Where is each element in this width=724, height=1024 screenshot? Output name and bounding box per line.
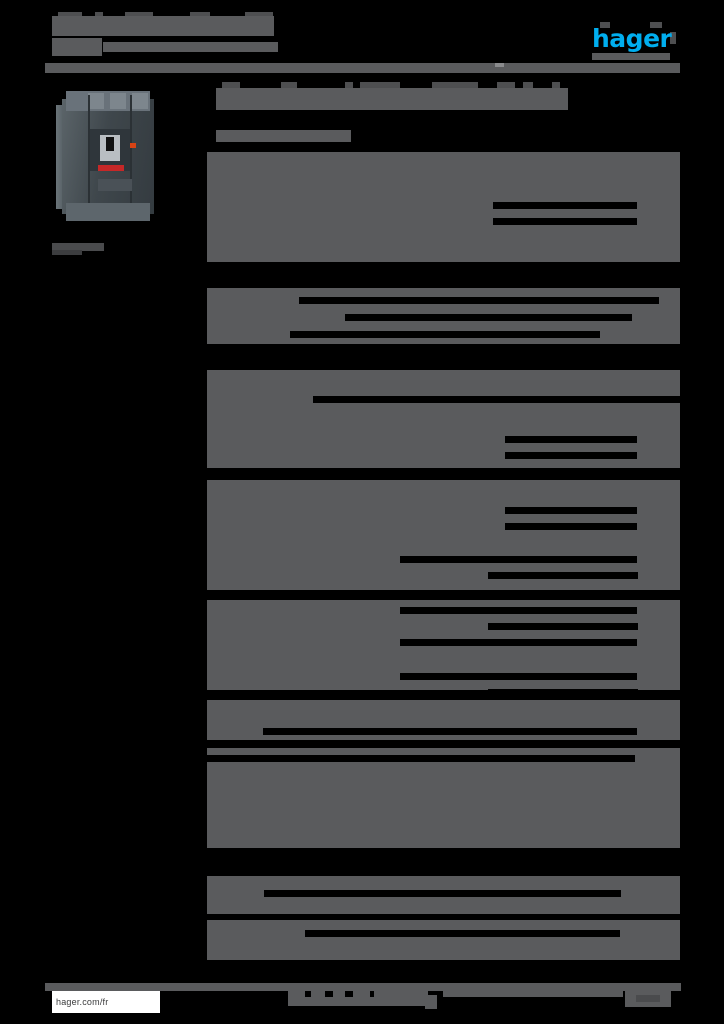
table-row-notch (207, 915, 217, 920)
table-cell-gap (313, 396, 680, 403)
header-divider-highlight (495, 63, 504, 67)
main-title-ascender-3 (345, 82, 353, 89)
table-row (207, 920, 680, 960)
table-cell-gap (345, 314, 632, 321)
table-cell-gap (400, 607, 637, 614)
main-subtitle-redacted (216, 130, 351, 142)
header-title-redacted (52, 16, 274, 36)
table-cell-gap (264, 890, 621, 897)
table-cell-gap (488, 572, 638, 579)
table-cell-gap (505, 507, 637, 514)
hager-logo: hager (592, 24, 672, 53)
footer-right-redacted (443, 989, 623, 997)
header-title-ascender-1 (58, 12, 82, 18)
main-title-ascender-4 (360, 82, 400, 89)
breaker-bottom-terminal-bar (66, 203, 150, 221)
brand-artifact-3 (670, 32, 676, 44)
product-image (52, 85, 174, 230)
header-title-ascender-4 (190, 12, 210, 18)
table-cell-gap (493, 218, 637, 225)
footer-center-gap-4 (370, 991, 374, 997)
header-divider-rule (45, 63, 680, 73)
table-row (207, 480, 680, 590)
breaker-pole-seam-2 (130, 95, 132, 217)
breaker-terminal-3 (132, 93, 148, 109)
table-row (207, 748, 680, 848)
product-caption-redacted-line2 (52, 250, 82, 255)
table-cell-gap (400, 673, 637, 680)
footer-center-descender (425, 995, 437, 1009)
table-cell-gap (290, 331, 600, 338)
main-title-redacted (216, 88, 568, 110)
header-subtitle-redacted (52, 38, 102, 56)
table-cell-gap (207, 755, 635, 762)
breaker-pole-seam-1 (88, 95, 90, 217)
brand-underline-redacted (592, 53, 670, 60)
breaker-toggle-knob (106, 137, 114, 151)
table-row-notch (207, 283, 217, 288)
table-cell-gap (305, 930, 620, 937)
table-cell-gap (488, 623, 638, 630)
breaker-red-marker (130, 143, 136, 148)
table-cell-gap (505, 452, 637, 459)
header-title-ascender-3 (125, 12, 153, 18)
main-title-ascender-6 (497, 82, 515, 89)
table-cell-gap (400, 639, 637, 646)
table-cell-gap (297, 363, 680, 370)
breaker-terminal-1 (88, 93, 104, 109)
footer-center-gap-1 (305, 991, 311, 997)
product-caption-redacted (52, 243, 104, 251)
breaker-rating-label (98, 179, 132, 191)
footer-center-gap-2 (325, 991, 333, 997)
brand-artifact-2 (650, 22, 662, 28)
table-row-notch (207, 475, 217, 480)
table-row (207, 370, 680, 468)
header-title-ascender-5 (245, 12, 273, 18)
table-row-notch (207, 147, 217, 152)
table-row-notch (207, 695, 217, 700)
breaker-top-terminal-bar (66, 91, 150, 111)
table-cell-gap (505, 436, 637, 443)
breaker-red-indicator (98, 165, 124, 171)
table-cell-gap (299, 297, 659, 304)
table-cell-gap (263, 728, 637, 735)
breaker-terminal-2 (110, 93, 126, 109)
table-row-notch (207, 871, 217, 876)
main-title-ascender-1 (222, 82, 240, 89)
table-row-notch (207, 595, 217, 600)
footer-center-gap-3 (345, 991, 353, 997)
footer-page-number-inner (636, 995, 660, 1002)
footer-divider-rule (45, 983, 681, 991)
footer-url[interactable]: hager.com/fr (52, 991, 160, 1013)
table-row-notch (207, 365, 217, 370)
footer-center-redacted (288, 991, 428, 1006)
table-cell-gap (400, 556, 637, 563)
main-title-ascender-7 (523, 82, 533, 89)
brand-artifact-1 (600, 22, 610, 28)
table-cell-gap (488, 689, 638, 696)
main-title-ascender-5 (432, 82, 478, 89)
header-subtitle-rule (103, 42, 278, 52)
header-title-ascender-2 (95, 12, 103, 18)
table-cell-gap (505, 523, 637, 530)
table-cell-gap (493, 202, 637, 209)
main-title-ascender-8 (552, 82, 560, 89)
main-title-ascender-2 (281, 82, 297, 89)
table-row-notch (207, 743, 217, 748)
